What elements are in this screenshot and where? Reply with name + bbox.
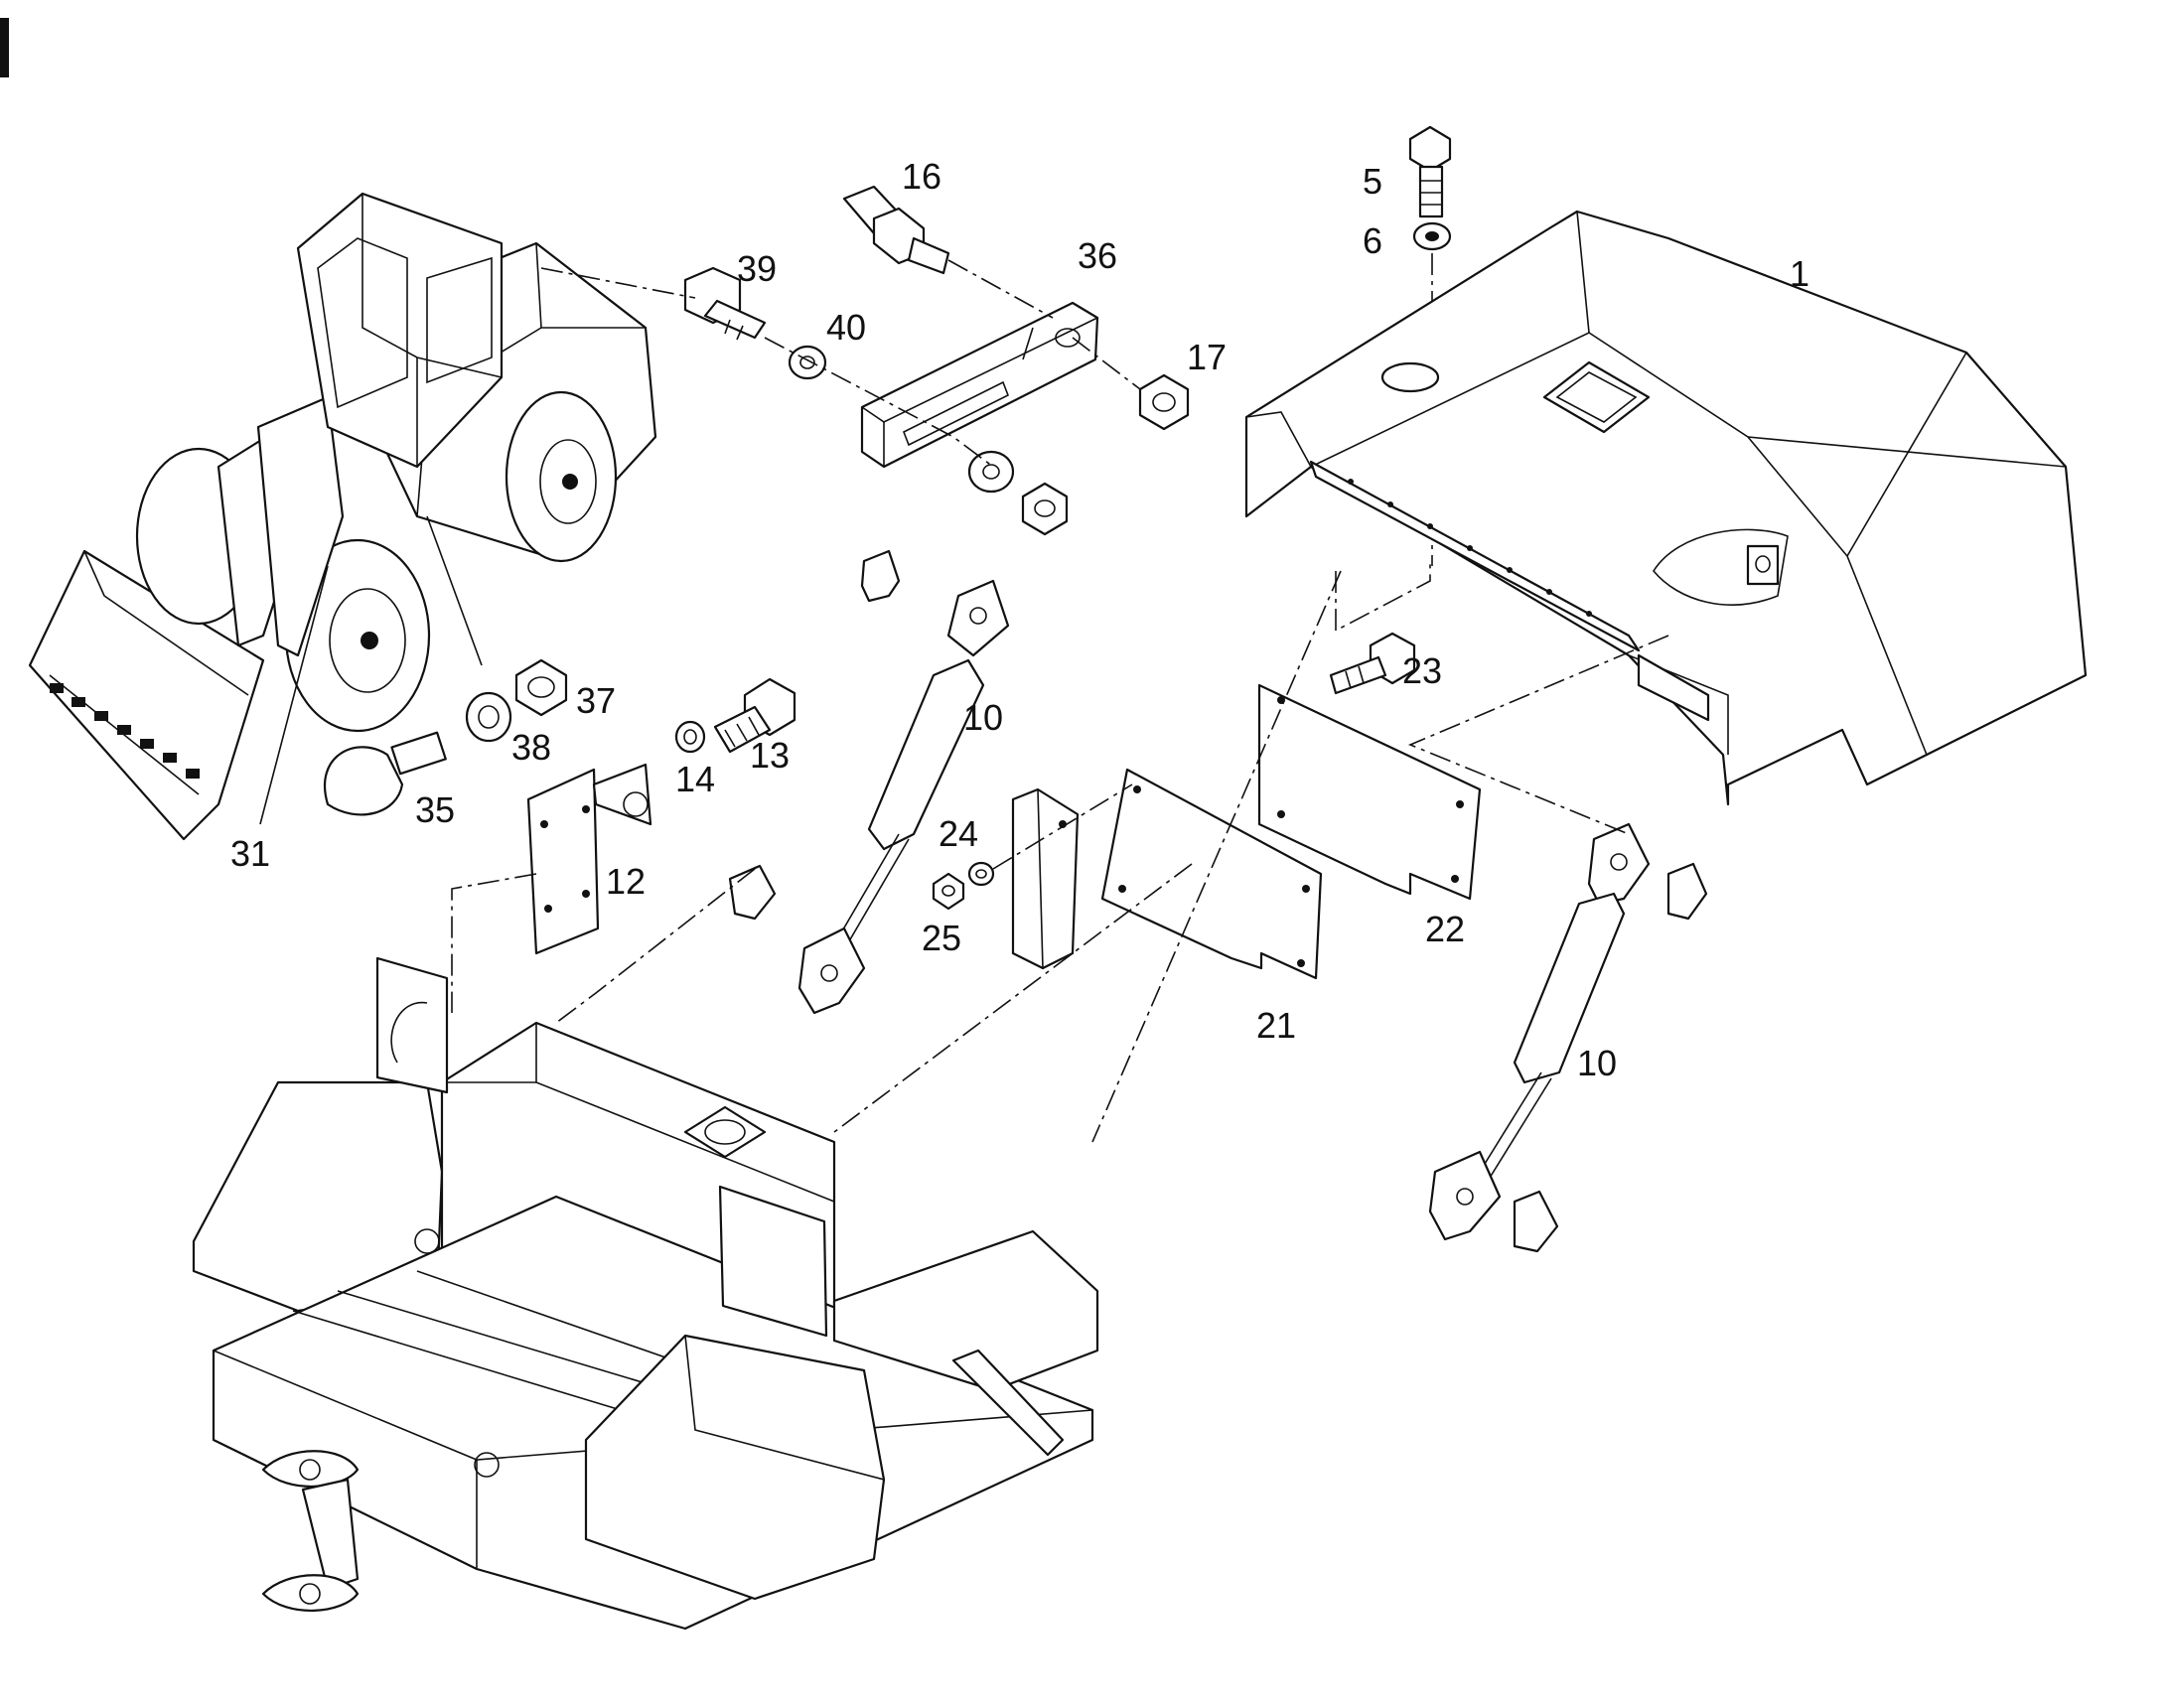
plate-22: [1257, 683, 1482, 901]
callout-label-36: 36: [1078, 235, 1117, 276]
callout-label-5: 5: [1363, 161, 1382, 202]
stud-16: [842, 185, 950, 275]
bolt-13: [713, 677, 796, 754]
plate-36: [860, 301, 1099, 469]
chassis-frame: [192, 956, 1099, 1631]
callout-label-12: 12: [606, 861, 646, 902]
callout-label-13: 13: [750, 735, 790, 776]
hood-1: [1244, 210, 2088, 806]
callout-label-16: 16: [902, 156, 941, 197]
callout-label-22: 22: [1425, 909, 1465, 949]
callout-label-21: 21: [1256, 1005, 1296, 1046]
corner-mark: [0, 18, 9, 77]
washer-24: [967, 861, 995, 887]
callout-label-10a: 10: [963, 697, 1003, 738]
callout-label-39: 39: [737, 248, 777, 289]
washer-38: [465, 691, 512, 743]
callout-label-17: 17: [1187, 337, 1227, 377]
nut-17: [1138, 373, 1190, 431]
gas-spring-10-right: [1428, 822, 1708, 1253]
gas-spring-10-left: [728, 549, 1010, 1015]
callout-label-25: 25: [922, 918, 961, 958]
callout-label-1: 1: [1790, 253, 1809, 294]
bolt-5: [1408, 125, 1452, 218]
washer-and-nut-lower: [967, 450, 1069, 536]
knob-35: [324, 731, 447, 816]
bolt-23: [1329, 632, 1416, 695]
washer-40: [788, 345, 827, 380]
callout-label-23: 23: [1402, 650, 1442, 691]
nut-25: [932, 872, 965, 911]
callout-label-35: 35: [415, 789, 455, 830]
channel-bracket: [1011, 787, 1080, 970]
wheel-loader-illustration: [28, 192, 657, 841]
callout-label-6: 6: [1363, 220, 1382, 261]
callout-label-24: 24: [939, 813, 978, 854]
plate-21: [1100, 768, 1323, 980]
callout-label-14: 14: [675, 759, 715, 799]
callout-label-31: 31: [230, 833, 270, 874]
washer-6: [1412, 221, 1452, 251]
callout-label-40: 40: [826, 307, 866, 348]
nut-37: [514, 658, 568, 717]
callout-label-10b: 10: [1577, 1043, 1617, 1083]
bracket-12: [526, 763, 652, 955]
callout-labels: 1 5 6 10 10 12 13 14 16 17 21 22 23 24 2…: [230, 156, 1809, 1083]
washer-14: [674, 720, 706, 754]
callout-label-38: 38: [511, 727, 551, 768]
bolt-39: [683, 266, 767, 341]
callout-label-37: 37: [576, 680, 616, 721]
